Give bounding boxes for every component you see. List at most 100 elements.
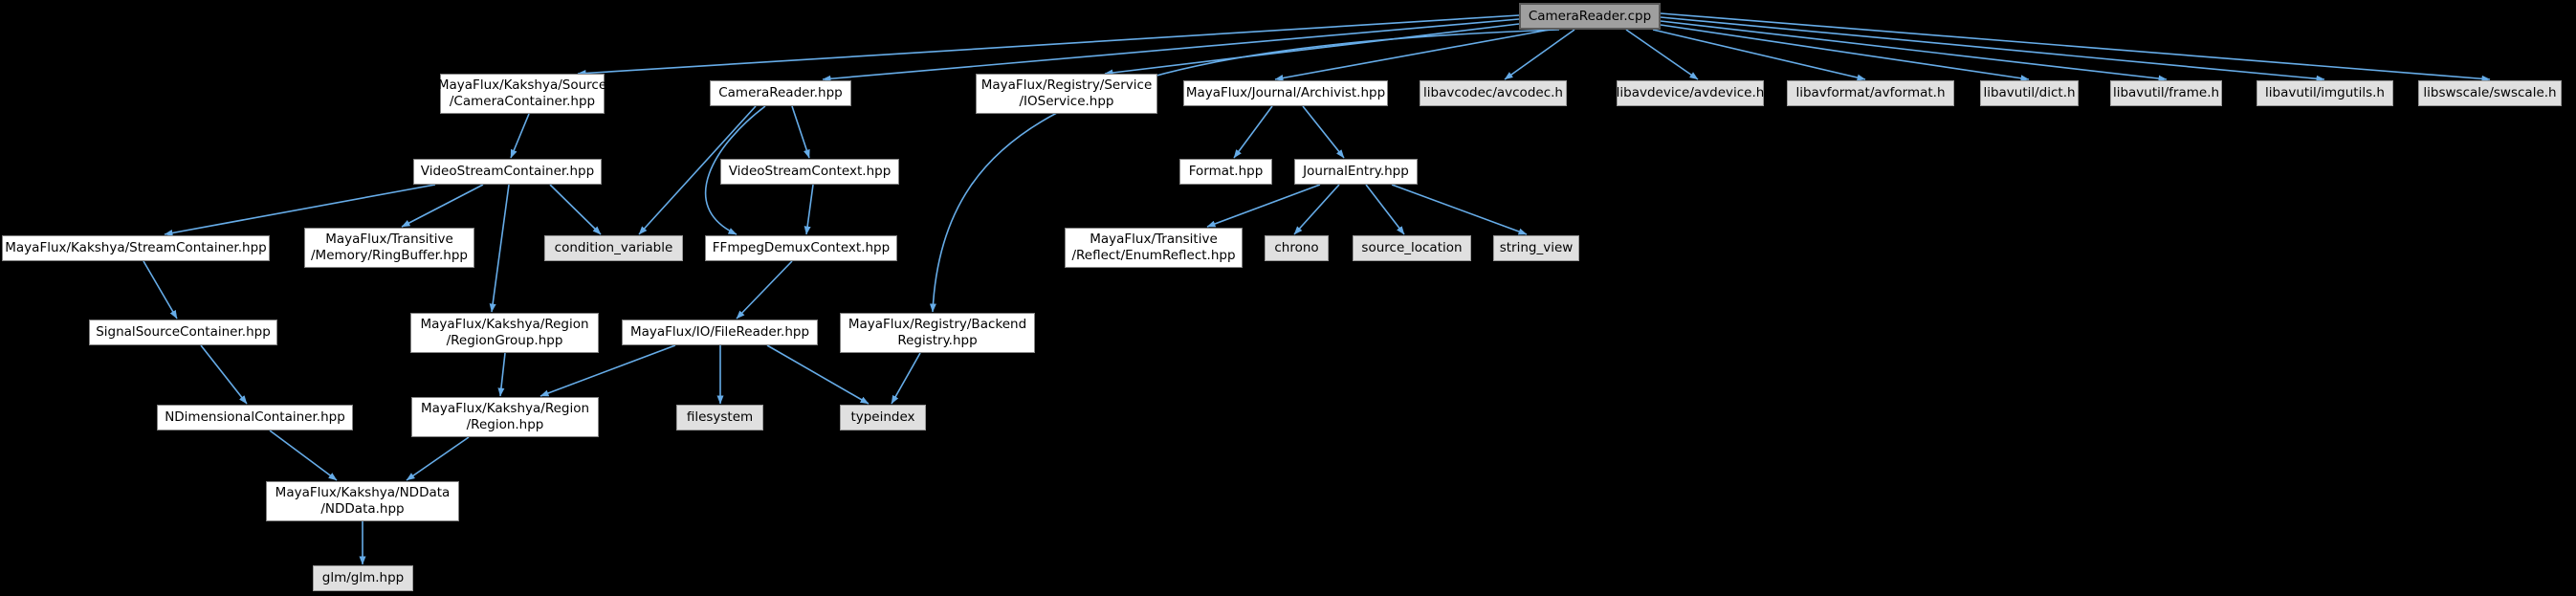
graph-node-label: FFmpegDemuxContext.hpp bbox=[712, 240, 891, 255]
graph-node-nddata-hpp[interactable]: MayaFlux/Kakshya/NDData /NDData.hpp bbox=[266, 481, 459, 521]
graph-node-streamcontainer-hpp[interactable]: MayaFlux/Kakshya/StreamContainer.hpp bbox=[2, 235, 270, 261]
edge-region-hpp-to-nddata-hpp bbox=[406, 436, 470, 481]
graph-node-label: chrono bbox=[1274, 240, 1319, 255]
edge-signalsourcecontainer-hpp-to-ndimensionalcontainer-hpp bbox=[200, 344, 248, 405]
graph-node-avformat-h: libavformat/avformat.h bbox=[1787, 80, 1954, 106]
graph-node-region-hpp[interactable]: MayaFlux/Kakshya/Region /Region.hpp bbox=[411, 397, 599, 437]
graph-node-avcodec-h: libavcodec/avcodec.h bbox=[1420, 80, 1567, 106]
graph-node-label: JournalEntry.hpp bbox=[1303, 164, 1409, 179]
graph-node-journalentry-hpp[interactable]: JournalEntry.hpp bbox=[1294, 159, 1418, 185]
graph-node-source-location: source_location bbox=[1353, 235, 1471, 261]
graph-node-label: MayaFlux/IO/FileReader.hpp bbox=[629, 324, 810, 340]
edge-camerareader-cpp-to-ioservice-hpp bbox=[1104, 23, 1520, 77]
graph-node-ringbuffer-hpp[interactable]: MayaFlux/Transitive /Memory/RingBuffer.h… bbox=[304, 228, 474, 268]
graph-node-label: libavdevice/avdevice.h bbox=[1616, 85, 1765, 100]
graph-node-label: SignalSourceContainer.hpp bbox=[96, 324, 271, 340]
edge-camerareader-cpp-to-camerareader-hpp bbox=[822, 18, 1520, 82]
graph-node-label: libswscale/swscale.h bbox=[2423, 85, 2557, 100]
edge-camera-container-hpp-to-videostreamcontainer-hpp bbox=[510, 113, 530, 159]
graph-node-videostreamcontext-hpp[interactable]: VideoStreamContext.hpp bbox=[720, 159, 899, 185]
edge-camerareader-cpp-to-camera-container-hpp bbox=[577, 14, 1520, 77]
edges-group bbox=[143, 12, 2491, 565]
graph-node-label: MayaFlux/Registry/Service /IOService.hpp bbox=[980, 77, 1153, 109]
graph-node-label: Format.hpp bbox=[1188, 164, 1264, 179]
graph-node-videostreamcontainer-hpp[interactable]: VideoStreamContainer.hpp bbox=[413, 159, 602, 185]
graph-node-camerareader-hpp[interactable]: CameraReader.hpp bbox=[710, 80, 851, 106]
graph-node-label: libavcodec/avcodec.h bbox=[1423, 85, 1563, 100]
graph-node-label: libavutil/dict.h bbox=[1983, 85, 2076, 100]
graph-node-ndimensionalcontainer-hpp[interactable]: NDimensionalContainer.hpp bbox=[157, 405, 353, 430]
edge-streamcontainer-hpp-to-signalsourcecontainer-hpp bbox=[143, 260, 178, 320]
edge-camerareader-cpp-to-avdevice-h bbox=[1625, 29, 1699, 80]
edge-journalentry-hpp-to-source-location bbox=[1365, 184, 1405, 235]
edge-videostreamcontainer-hpp-to-ringbuffer-hpp bbox=[401, 184, 484, 228]
edge-camerareader-hpp-to-videostreamcontext-hpp bbox=[791, 105, 810, 159]
edge-camerareader-cpp-to-archivist-hpp bbox=[1274, 29, 1551, 81]
edge-filereader-hpp-to-typeindex bbox=[766, 344, 870, 405]
edge-camerareader-cpp-to-avcodec-h bbox=[1504, 29, 1575, 80]
graph-node-label: MayaFlux/Kakshya/Region /Region.hpp bbox=[420, 401, 590, 432]
graph-node-frame-h: libavutil/frame.h bbox=[2110, 80, 2222, 106]
graph-node-label: NDimensionalContainer.hpp bbox=[165, 409, 345, 425]
graph-node-label: libavutil/imgutils.h bbox=[2265, 85, 2385, 100]
graph-node-filesystem: filesystem bbox=[676, 405, 763, 430]
graph-node-label: source_location bbox=[1361, 240, 1463, 255]
graph-node-chrono: chrono bbox=[1265, 235, 1329, 261]
graph-node-glm-hpp: glm/glm.hpp bbox=[313, 565, 413, 591]
edge-journalentry-hpp-to-enumreflect-hpp bbox=[1206, 184, 1321, 228]
edge-journalentry-hpp-to-string-view bbox=[1391, 184, 1528, 235]
graph-node-label: MayaFlux/Transitive /Memory/RingBuffer.h… bbox=[311, 232, 468, 263]
graph-node-label: MayaFlux/Registry/Backend Registry.hpp bbox=[848, 317, 1027, 348]
edge-camerareader-cpp-to-frame-h bbox=[1660, 20, 2168, 82]
graph-node-avdevice-h: libavdevice/avdevice.h bbox=[1617, 80, 1764, 106]
edge-camerareader-cpp-to-swscale-h bbox=[1660, 12, 2491, 82]
graph-node-format-hpp[interactable]: Format.hpp bbox=[1179, 159, 1272, 185]
edge-ffmpegdemuxcontext-hpp-to-filereader-hpp bbox=[736, 260, 793, 320]
graph-node-filereader-hpp[interactable]: MayaFlux/IO/FileReader.hpp bbox=[622, 320, 818, 345]
graph-node-label: MayaFlux/Kakshya/NDData /NDData.hpp bbox=[275, 485, 451, 517]
edge-videostreamcontainer-hpp-to-condition-variable bbox=[549, 184, 602, 235]
graph-node-enumreflect-hpp[interactable]: MayaFlux/Transitive /Reflect/EnumReflect… bbox=[1065, 228, 1243, 268]
graph-node-label: libavutil/frame.h bbox=[2112, 85, 2220, 100]
graph-node-backendregistry-hpp[interactable]: MayaFlux/Registry/Backend Registry.hpp bbox=[840, 313, 1035, 353]
graph-node-label: VideoStreamContainer.hpp bbox=[420, 164, 595, 179]
edge-camerareader-cpp-to-dict-h bbox=[1660, 24, 2030, 82]
edge-archivist-hpp-to-format-hpp bbox=[1233, 105, 1273, 159]
graph-node-label: filesystem bbox=[686, 409, 754, 425]
graph-node-label: MayaFlux/Kakshya/Source /CameraContainer… bbox=[437, 77, 607, 109]
graph-node-signalsourcecontainer-hpp[interactable]: SignalSourceContainer.hpp bbox=[89, 320, 277, 345]
graph-node-regiongroup-hpp[interactable]: MayaFlux/Kakshya/Region /RegionGroup.hpp bbox=[410, 313, 599, 353]
edge-videostreamcontext-hpp-to-ffmpegdemuxcontext-hpp bbox=[804, 184, 814, 235]
graph-node-string-view: string_view bbox=[1493, 235, 1579, 261]
edge-journalentry-hpp-to-chrono bbox=[1293, 184, 1340, 235]
graph-node-label: VideoStreamContext.hpp bbox=[728, 164, 892, 179]
graph-node-label: typeindex bbox=[850, 409, 915, 425]
graph-node-label: condition_variable bbox=[554, 240, 673, 255]
graph-node-archivist-hpp[interactable]: MayaFlux/Journal/Archivist.hpp bbox=[1183, 80, 1388, 106]
graph-node-swscale-h: libswscale/swscale.h bbox=[2418, 80, 2562, 106]
graph-node-condition-variable: condition_variable bbox=[544, 235, 683, 261]
edge-filereader-hpp-to-region-hpp bbox=[539, 344, 676, 397]
graph-node-camera-container-hpp[interactable]: MayaFlux/Kakshya/Source /CameraContainer… bbox=[437, 74, 607, 114]
edge-regiongroup-hpp-to-region-hpp bbox=[497, 352, 506, 397]
edge-camerareader-hpp-to-condition-variable bbox=[638, 105, 757, 235]
graph-node-imgutils-h: libavutil/imgutils.h bbox=[2257, 80, 2393, 106]
graph-node-label: MayaFlux/Kakshya/Region /RegionGroup.hpp bbox=[420, 317, 589, 348]
graph-node-label: libavformat/avformat.h bbox=[1795, 85, 1946, 100]
edge-camerareader-cpp-to-imgutils-h bbox=[1660, 16, 2325, 82]
graph-node-label: MayaFlux/Transitive /Reflect/EnumReflect… bbox=[1071, 232, 1236, 263]
graph-node-label: MayaFlux/Kakshya/StreamContainer.hpp bbox=[5, 240, 267, 255]
graph-node-camerareader-cpp: CameraReader.cpp bbox=[1519, 3, 1661, 30]
graph-node-label: string_view bbox=[1499, 240, 1574, 255]
graph-node-ffmpegdemuxcontext-hpp[interactable]: FFmpegDemuxContext.hpp bbox=[705, 235, 897, 261]
edge-camerareader-cpp-to-avformat-h bbox=[1652, 29, 1866, 81]
graph-node-dict-h: libavutil/dict.h bbox=[1980, 80, 2079, 106]
edge-backendregistry-hpp-to-typeindex bbox=[891, 352, 921, 405]
graph-node-label: CameraReader.cpp bbox=[1528, 8, 1652, 24]
graph-node-ioservice-hpp[interactable]: MayaFlux/Registry/Service /IOService.hpp bbox=[976, 74, 1157, 114]
graph-node-typeindex: typeindex bbox=[840, 405, 926, 430]
edge-videostreamcontainer-hpp-to-streamcontainer-hpp bbox=[164, 184, 436, 236]
edge-camerareader-hpp-to-ffmpegdemuxcontext-hpp bbox=[704, 105, 766, 235]
